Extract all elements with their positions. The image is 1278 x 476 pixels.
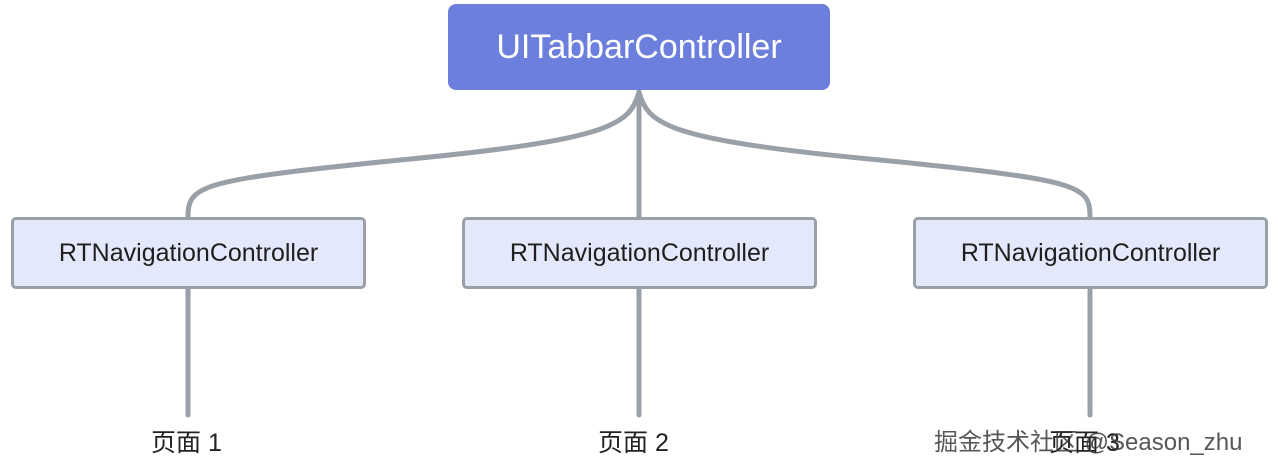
child-node-2: RTNavigationController (462, 217, 817, 289)
child-node-label: RTNavigationController (509, 238, 770, 267)
edge-root-to-child-3 (636, 89, 1093, 220)
child-node-3: RTNavigationController (913, 217, 1268, 289)
edge-root-to-child-1 (185, 89, 642, 220)
leaf-label-1: 页面 1 (151, 429, 222, 457)
child-node-label: RTNavigationController (960, 238, 1221, 267)
root-node: UITabbarController (448, 4, 830, 90)
watermark: 掘金技术社区 @Season_zhu (934, 429, 1243, 456)
leaf-label-2: 页面 2 (598, 429, 669, 457)
child-node-label: RTNavigationController (58, 238, 319, 267)
leaf-label-3: 页面 3 (1049, 429, 1120, 457)
child-node-1: RTNavigationController (11, 217, 366, 289)
root-node-label: UITabbarController (496, 27, 782, 66)
